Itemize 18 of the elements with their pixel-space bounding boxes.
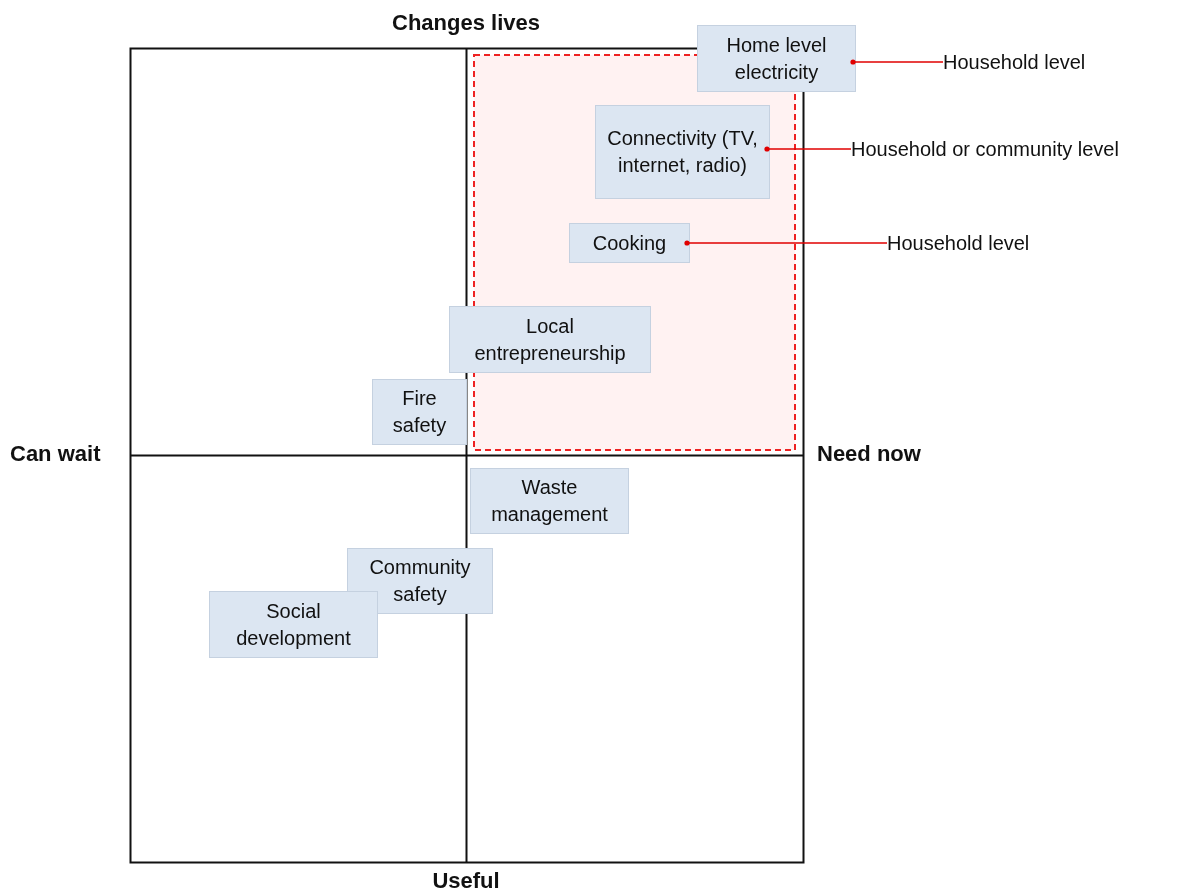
leader-line	[764, 146, 852, 152]
leader-line	[684, 240, 888, 246]
axis-label: Changes lives	[392, 10, 540, 36]
category-box: Cooking	[569, 223, 690, 263]
category-box: Connectivity (TV, internet, radio)	[595, 105, 770, 199]
category-box: Waste management	[470, 468, 629, 534]
category-box: Fire safety	[372, 379, 467, 445]
annotation-text: Household level	[943, 47, 1133, 77]
annotation-text: Household level	[887, 228, 1077, 258]
axis-label: Can wait	[10, 441, 101, 467]
axis-label: Need now	[817, 441, 921, 467]
category-box: Social development	[209, 591, 378, 658]
leader-line	[850, 59, 944, 65]
category-box: Local entrepreneurship	[449, 306, 651, 373]
category-box: Home level electricity	[697, 25, 856, 92]
axis-label: Useful	[432, 868, 500, 893]
category-box: Community safety	[347, 548, 493, 614]
annotation-text: Household or community level	[851, 134, 1181, 164]
